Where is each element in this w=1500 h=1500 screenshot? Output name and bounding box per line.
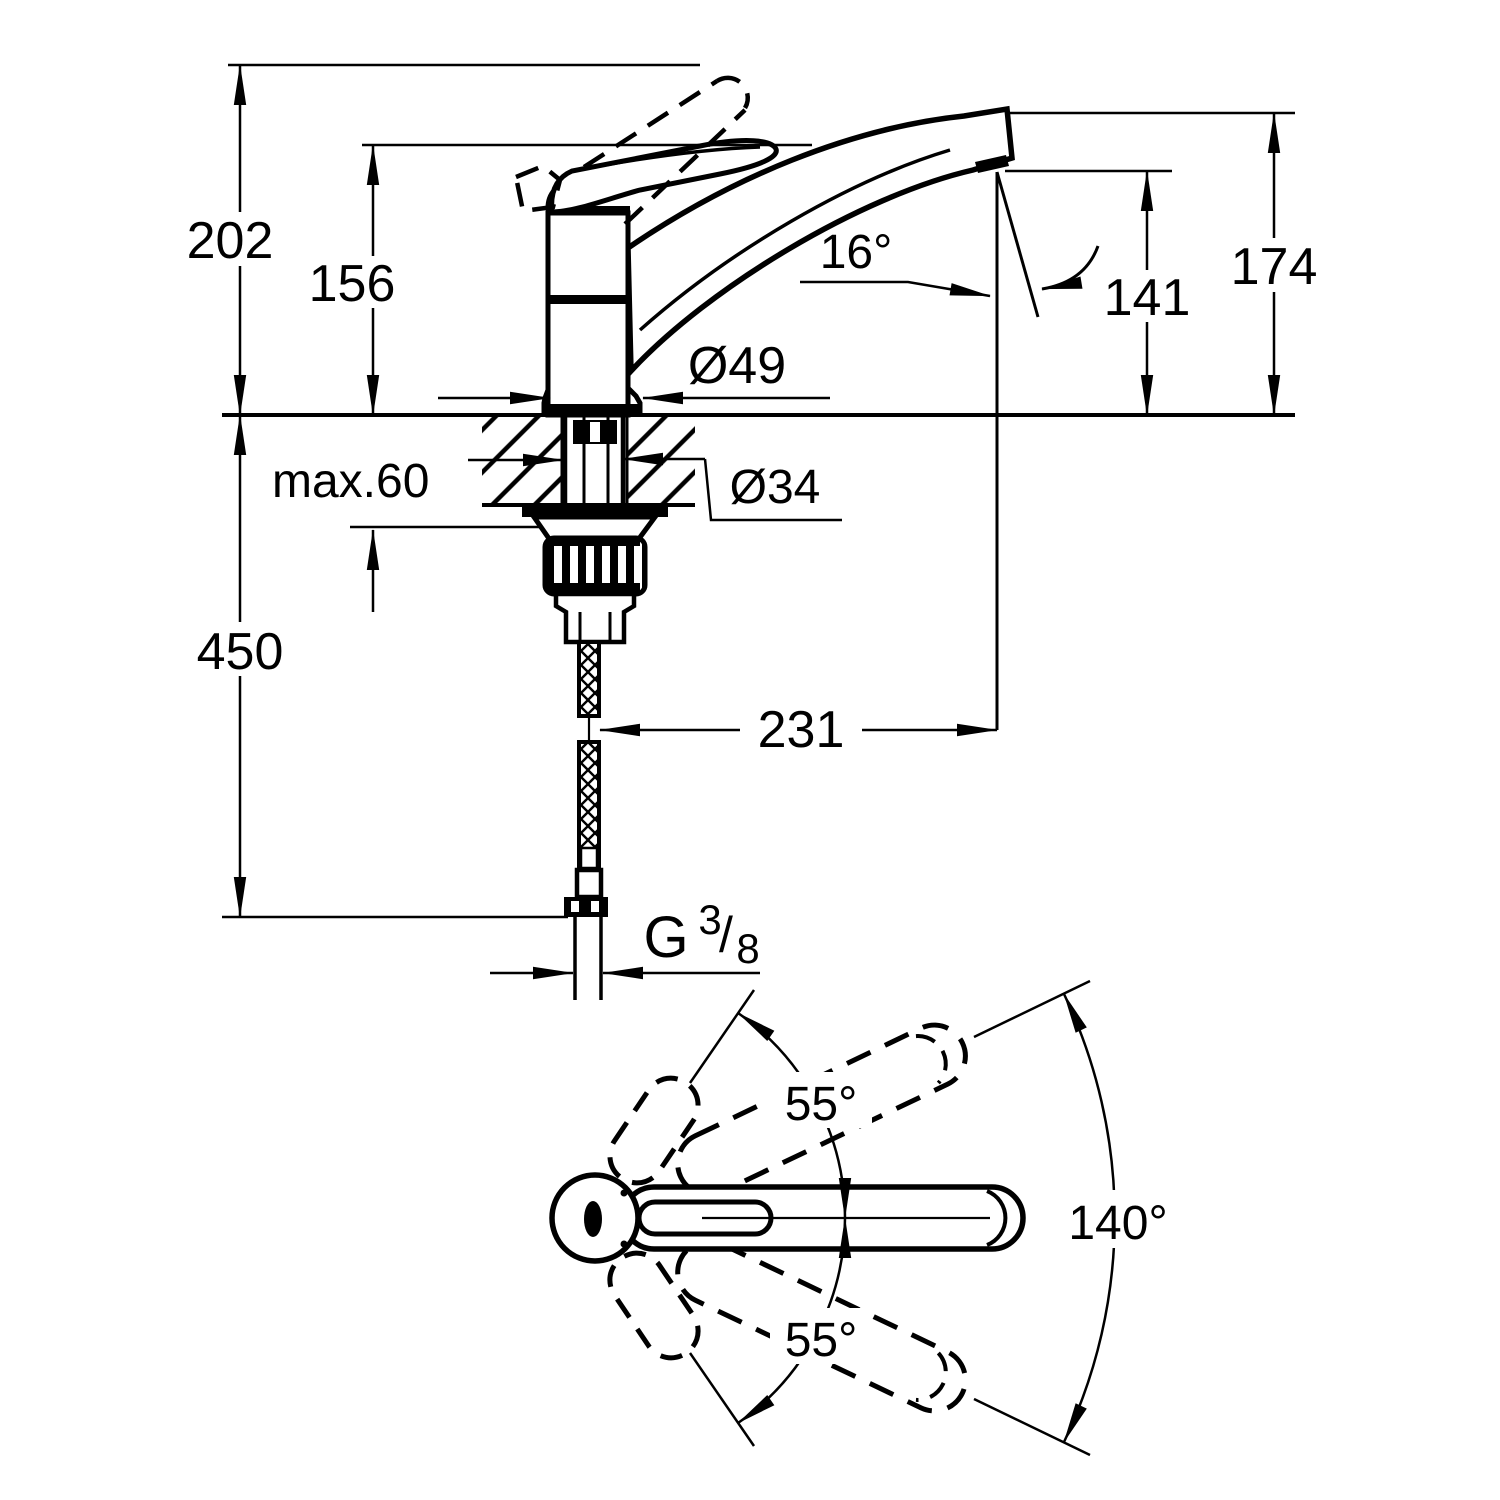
label-below-counter-depth: 450 [197, 623, 284, 681]
body-seam [547, 295, 629, 304]
spout-inner-line [638, 148, 951, 332]
label-thread-numerator: 3 [698, 896, 721, 943]
faucet-body [545, 210, 631, 418]
label-spout-outlet-angle: 16° [820, 226, 893, 279]
lever-raised-dashed [513, 75, 751, 226]
lever-edge-line [571, 145, 761, 173]
ext-up-55 [688, 989, 756, 1084]
label-thread-letter: G [643, 905, 688, 970]
dim-16-leader [800, 280, 991, 298]
handle-dashed-down-left [607, 1250, 701, 1361]
lever-handle [549, 138, 779, 215]
cartridge-cap [546, 206, 630, 215]
dimension-labels: 202 156 450 174 141 Ø49 max.60 Ø34 16° 2… [187, 212, 1318, 1367]
base-ring [543, 404, 641, 415]
mounting-shank [562, 416, 626, 505]
label-shank-diameter: Ø34 [730, 461, 821, 514]
label-handle-swing-up: 55° [785, 1078, 858, 1131]
label-spout-top-height: 174 [1231, 238, 1318, 296]
handle-top-view [549, 979, 1116, 1457]
label-swivel-range: 140° [1068, 1197, 1167, 1250]
label-counter-thickness-max: max.60 [272, 455, 429, 508]
faucet-side-view [350, 75, 1015, 1000]
label-plates [176, 212, 1330, 1364]
nut-collar [553, 591, 637, 645]
label-handle-swing-down: 55° [785, 1314, 858, 1367]
outlet-axis-line [995, 171, 1040, 318]
handle-dashed-up-left [607, 1075, 701, 1186]
label-outlet-height: 141 [1104, 269, 1191, 327]
ext-down-55 [688, 1352, 756, 1447]
aerator [975, 155, 1009, 173]
connection-hose [564, 640, 608, 917]
label-lever-height: 156 [309, 255, 396, 313]
ext-up-swivel [973, 979, 1091, 1039]
label-spout-reach: 231 [758, 701, 845, 759]
label-base-diameter: Ø49 [688, 337, 786, 395]
nut-bottom-band [550, 583, 640, 594]
nut-top-band [550, 538, 640, 546]
ext-down-swivel [973, 1397, 1091, 1457]
dim-34-shelf [703, 458, 842, 522]
dimension-lines [222, 63, 1295, 980]
dim-16-curved-arrow [1041, 245, 1100, 291]
label-thread-denominator: 8 [736, 925, 759, 972]
label-total-height: 202 [187, 212, 274, 270]
washer [522, 505, 668, 517]
label-thread-slash: / [719, 907, 733, 963]
